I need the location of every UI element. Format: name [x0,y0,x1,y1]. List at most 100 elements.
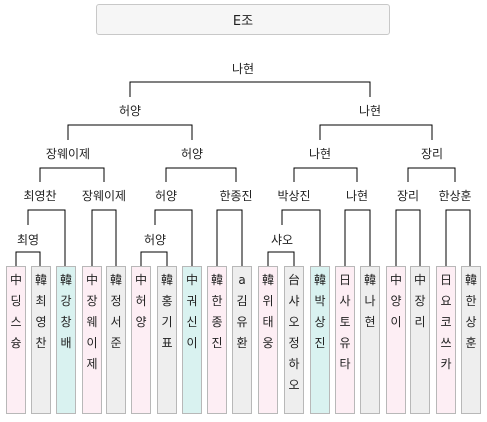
r32-label-3: 샤오 [268,233,296,247]
line-r16-2 [91,209,117,266]
quarter-label-3: 나현 [306,147,334,161]
player-name-char: 나 [364,294,376,308]
line-r32-2 [140,251,168,266]
player-origin: 韓 [363,273,376,287]
player-name-char: 토 [339,315,351,329]
player-name-char: 딩 [10,294,22,308]
line-r16-8 [445,209,471,266]
player-name-char: 유 [339,336,351,350]
player-origin: 韓 [464,273,477,287]
player-name-char: 한 [211,294,223,308]
line-qf-3 [293,167,358,182]
player-name-char: 창 [60,315,72,329]
player-name-char: 준 [110,336,122,350]
player-name-char: 이 [86,336,98,350]
player-name-char: 서 [110,315,122,329]
r16-label-5: 박상진 [275,189,313,203]
semi-label-1: 허양 [116,104,144,118]
player-name-char: 샤 [288,294,300,308]
player-name-char: 최 [35,294,47,308]
line-r16-5 [281,209,321,266]
player-origin: 中 [413,273,426,287]
player-name-char: 웅 [262,336,274,350]
player-origin: 韓 [160,273,173,287]
line-semi-left [67,124,193,140]
player-name-char: 스 [10,315,22,329]
player-name-char: 한 [465,294,477,308]
winner-label: 나현 [229,62,257,76]
r16-label-6: 나현 [343,189,371,203]
player-name-char: 영 [35,315,47,329]
r16-label-4: 한종진 [217,189,255,203]
line-r16-1 [27,209,66,266]
player-origin: 中 [85,273,98,287]
player-name-char: 궈 [186,294,198,308]
player-name-char: 위 [262,294,274,308]
line-qf-4 [407,167,456,182]
player-name-char: 코 [440,315,452,329]
r16-label-1: 최영찬 [21,189,59,203]
player-name-char: 기 [161,315,173,329]
player-name-char: 강 [60,294,72,308]
r16-label-7: 장리 [394,189,422,203]
player-name-char: 유 [236,315,248,329]
player-name-char: 사 [339,294,351,308]
player-origin: 韓 [261,273,274,287]
player-name-char: 김 [236,294,248,308]
line-final [129,81,371,97]
player-name-char: 배 [60,336,72,350]
line-r16-3 [154,209,193,266]
line-r16-6 [344,209,371,266]
player-name-char: 상 [314,315,326,329]
player-origin: 韓 [210,273,223,287]
player-origin: 中 [389,273,402,287]
player-name-char: 환 [236,336,248,350]
player-name-char: 훈 [465,336,477,350]
line-r16-4 [216,209,243,266]
line-r32-3 [267,251,295,266]
player-name-char: 타 [339,357,351,371]
line-semi-right [319,124,433,140]
player-name-char: 하 [288,357,300,371]
line-qf-2 [165,167,237,182]
player-name-char: 슝 [10,336,22,350]
player-origin: 中 [9,273,22,287]
player-name-char: 정 [110,294,122,308]
player-origin: 中 [185,273,198,287]
semi-label-2: 나현 [356,104,384,118]
r16-label-2: 장웨이제 [79,189,129,203]
player-origin: a [238,273,246,287]
player-name-char: 홍 [161,294,173,308]
player-name-char: 이 [186,336,198,350]
player-name-char: 이 [390,315,402,329]
player-origin: 日 [338,273,351,287]
player-name-char: 리 [414,315,426,329]
player-name-char: 찬 [35,336,47,350]
player-name-char: 종 [211,315,223,329]
player-origin: 台 [287,273,300,287]
line-r32-1 [15,251,41,266]
player-name-char: 제 [86,357,98,371]
player-name-char: 태 [262,315,274,329]
line-qf-1 [39,167,105,182]
player-origin: 日 [439,273,452,287]
r16-label-3: 허양 [152,189,180,203]
